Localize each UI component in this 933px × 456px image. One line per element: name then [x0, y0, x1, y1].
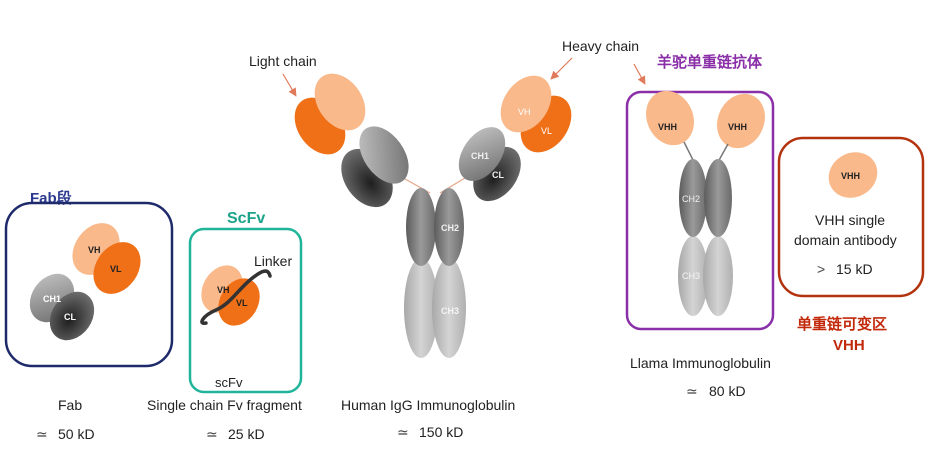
fab-size: 50 kD — [58, 426, 95, 442]
fab-frame — [4, 201, 174, 368]
igg-size: 150 kD — [419, 424, 463, 440]
llama-hinge-left — [683, 141, 695, 163]
scfv-title: ScFv — [227, 210, 265, 227]
llama-size: 80 kD — [709, 383, 746, 399]
heavy-chain-label: Heavy chain — [562, 38, 639, 54]
fab-vl-label: VL — [110, 264, 122, 274]
llama-ch3-label: CH3 — [682, 271, 700, 281]
fab-ch1-label: CH1 — [43, 294, 61, 304]
igg-ch2-right — [434, 188, 464, 266]
igg-vh-label: VH — [518, 107, 531, 117]
llama-cn-label: 羊驼单重链抗体 — [657, 53, 763, 71]
vhh-frame — [777, 136, 925, 298]
igg-cl-label: CL — [492, 170, 504, 180]
vhh-single-line1: VHH single — [815, 212, 885, 228]
llama-vhh-left-label: VHH — [658, 122, 677, 132]
igg-ch1-label: CH1 — [471, 151, 489, 161]
scfv-vh-label: VH — [217, 285, 230, 295]
igg-vh-right — [500, 75, 552, 133]
scfv-vl-label: VL — [236, 298, 248, 308]
llama-hinge-right — [717, 143, 729, 163]
fab-cn-label: Fab段 — [30, 189, 72, 207]
igg-ch2-left — [406, 188, 436, 266]
fab-group: Fab段 CH1 CL VH VL Fab ≃ 50 kD — [4, 189, 174, 442]
fab-approx-symbol: ≃ — [36, 426, 48, 442]
vhh-domain — [828, 152, 878, 198]
scfv-group: ScFv VH VL Linker scFv Single chain Fv f… — [147, 210, 303, 442]
igg-approx-symbol: ≃ — [397, 424, 409, 440]
llama-ch2-right — [704, 159, 732, 237]
llama-ch2-label: CH2 — [682, 194, 700, 204]
scfv-frame — [188, 227, 303, 394]
igg-ch1-right — [458, 127, 506, 181]
vhh-cn-label-line1: 单重链可变区 — [797, 315, 887, 333]
igg-vl-label: VL — [541, 126, 552, 136]
llama-vhh-right — [717, 93, 765, 149]
vhh-group: VHH VHH single domain antibody > 15 kD 单… — [777, 136, 925, 354]
igg-ch2-label: CH2 — [441, 223, 459, 233]
linker-label: Linker — [254, 253, 292, 269]
scfv-approx-symbol: ≃ — [206, 426, 218, 442]
llama-caption: Llama Immunoglobulin — [630, 355, 771, 371]
light-chain-arrow — [282, 73, 297, 97]
scfv-linker-line — [200, 269, 272, 326]
igg-vh-left — [314, 73, 366, 131]
light-chain-label: Light chain — [249, 53, 317, 69]
igg-ch3-label: CH3 — [441, 306, 459, 316]
fab-cl-label: CL — [64, 312, 76, 322]
igg-group: CH2 CH3 CH1 CL VH VL Light chain Heavy c… — [249, 38, 639, 440]
llama-approx-symbol: ≃ — [686, 383, 698, 399]
scfv-inner-label: scFv — [215, 375, 243, 390]
llama-frame — [625, 90, 775, 331]
llama-vhh-right-label: VHH — [728, 122, 747, 132]
vhh-domain-label: VHH — [841, 171, 860, 181]
llama-ch2-left — [679, 159, 707, 237]
igg-ch3-left — [404, 258, 438, 358]
llama-ch3-left — [678, 236, 708, 316]
vhh-size: 15 kD — [836, 261, 873, 277]
heavy-chain-arrow — [550, 57, 573, 80]
scfv-size: 25 kD — [228, 426, 265, 442]
fab-vh-label: VH — [88, 245, 101, 255]
scfv-caption: Single chain Fv fragment — [147, 397, 302, 413]
llama-vhh-left — [646, 90, 694, 146]
fab-vl-domain — [93, 242, 141, 294]
llama-ch3-right — [703, 236, 733, 316]
vhh-size-symbol: > — [817, 261, 825, 277]
llama-group: 羊驼单重链抗体 VHH VHH CH2 CH3 Llama Immunoglob… — [625, 53, 775, 399]
scfv-vl-domain — [218, 278, 260, 326]
vhh-single-line2: domain antibody — [794, 232, 897, 248]
igg-ch3-right — [432, 258, 466, 358]
igg-ch1-left — [359, 126, 409, 184]
fab-cl-domain — [49, 291, 95, 341]
vhh-cn-label-line2: VHH — [833, 337, 865, 354]
igg-caption: Human IgG Immunoglobulin — [341, 397, 515, 413]
fab-caption: Fab — [58, 397, 82, 413]
llama-arrow — [633, 63, 646, 85]
